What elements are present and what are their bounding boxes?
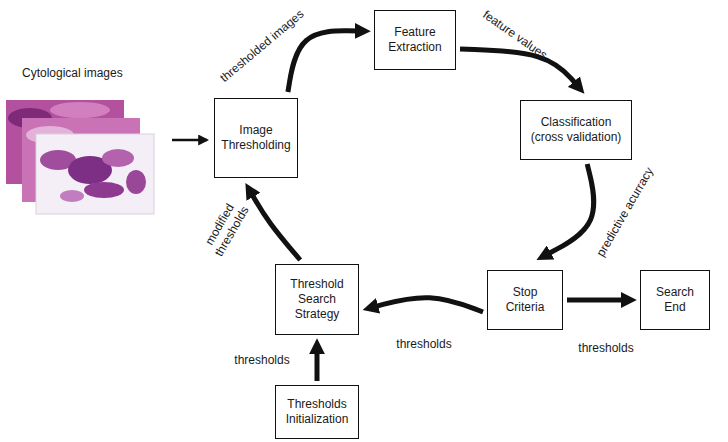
flow-label: thresholds: [212, 353, 312, 367]
flow-label: predictive acurracy: [584, 148, 666, 276]
process-box: Stop Criteria: [487, 270, 563, 330]
process-box: Thresholds Initialization: [275, 385, 359, 439]
box-label: Image Thresholding: [221, 123, 290, 153]
process-box: Feature Extraction: [374, 10, 456, 70]
flow-label: thresholded images: [204, 0, 320, 97]
connector-layer: [252, 31, 624, 381]
box-label: Feature Extraction: [383, 25, 447, 55]
cytological-image-stack: [6, 100, 154, 214]
flow-arrow: [460, 49, 576, 84]
input-arrow: [172, 139, 207, 142]
flow-arrow: [315, 351, 320, 381]
flow-label: feature values: [454, 0, 577, 81]
flow-arrow: [288, 31, 358, 92]
box-label: Thresholds Initialization: [284, 397, 350, 427]
flow-label: thresholds: [374, 337, 474, 351]
process-box: Threshold Search Strategy: [275, 264, 359, 335]
box-label: Stop Criteria: [496, 285, 554, 315]
flow-arrow: [548, 164, 594, 254]
image-caption: Cytological images: [22, 66, 123, 80]
box-label: Threshold Search Strategy: [284, 277, 350, 322]
box-label: Search End: [649, 285, 701, 315]
flow-label: modified thresholds: [197, 192, 255, 264]
flow-arrow: [375, 298, 483, 312]
flow-arrow: [567, 298, 624, 303]
process-box: Classification (cross validation): [520, 100, 632, 160]
flow-arrow: [252, 194, 300, 260]
process-box: Search End: [640, 270, 710, 330]
flow-label: thresholds: [556, 341, 656, 355]
process-box: Image Thresholding: [214, 98, 298, 178]
cell-image: [36, 134, 154, 214]
box-label: Classification (cross validation): [529, 115, 623, 145]
